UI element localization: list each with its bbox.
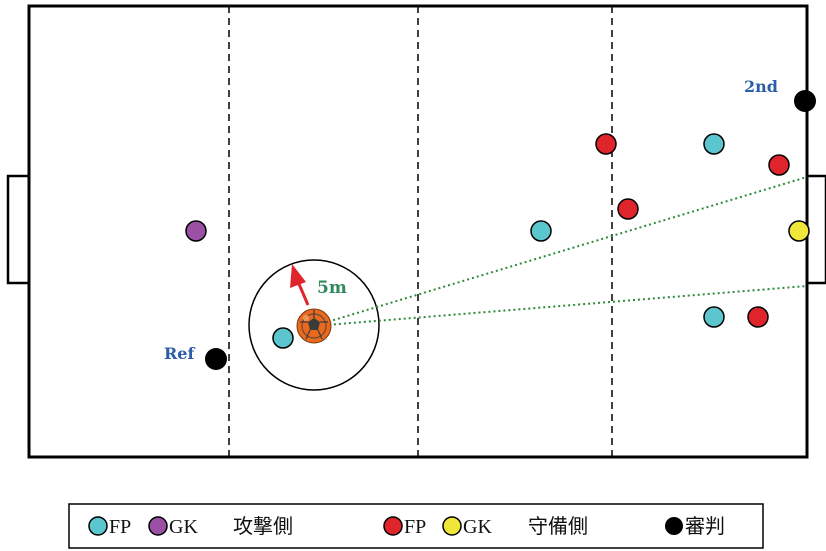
defense-gk-player [788,220,810,242]
legend-defense-fp-label: FP [404,516,426,538]
distance-label: 5m [317,278,347,298]
attack-gk-player [185,220,207,242]
five-meter-circle [248,259,380,391]
pitch [6,4,826,459]
legend-referee-swatch [665,517,683,535]
sightlines [313,176,808,327]
direction-arrow-icon [290,264,310,306]
goal-left [6,174,31,285]
defense-fp-player [595,133,617,155]
pitch-boundary [27,4,809,459]
legend-defense-gk-label: GK [463,516,492,538]
sightline-lower [313,285,808,327]
legend-referee-label: 審判 [685,515,725,538]
defense-fp-player [768,154,790,176]
legend-attack-gk-swatch [148,516,168,536]
attack-fp-player [530,220,552,242]
legend-attack-gk-label: GK [169,516,198,538]
legend-attack-side-label: 攻撃側 [233,515,293,538]
second-referee-marker [794,90,816,112]
attack-fp-player [272,327,294,349]
referee-label: Ref [164,344,195,363]
defense-fp-player [617,198,639,220]
legend: FP GK 攻撃側 FP GK 守備側 審判 [68,503,764,549]
sightline-upper [313,176,808,327]
goal-right [805,174,826,285]
defending-players [595,133,810,328]
attacking-players [185,133,725,349]
second-referee-label: 2nd [744,77,778,96]
defense-fp-player [747,306,769,328]
legend-defense-fp-swatch [383,516,403,536]
soccer-ball-icon [296,308,332,344]
attack-fp-player [703,306,725,328]
legend-attack-fp-label: FP [109,516,131,538]
legend-attack-fp-swatch [88,516,108,536]
legend-box [68,503,764,549]
referee-marker [205,348,227,370]
attack-fp-player [703,133,725,155]
legend-defense-side-label: 守備側 [528,515,588,538]
legend-defense-gk-swatch [442,516,462,536]
referees [205,90,816,370]
